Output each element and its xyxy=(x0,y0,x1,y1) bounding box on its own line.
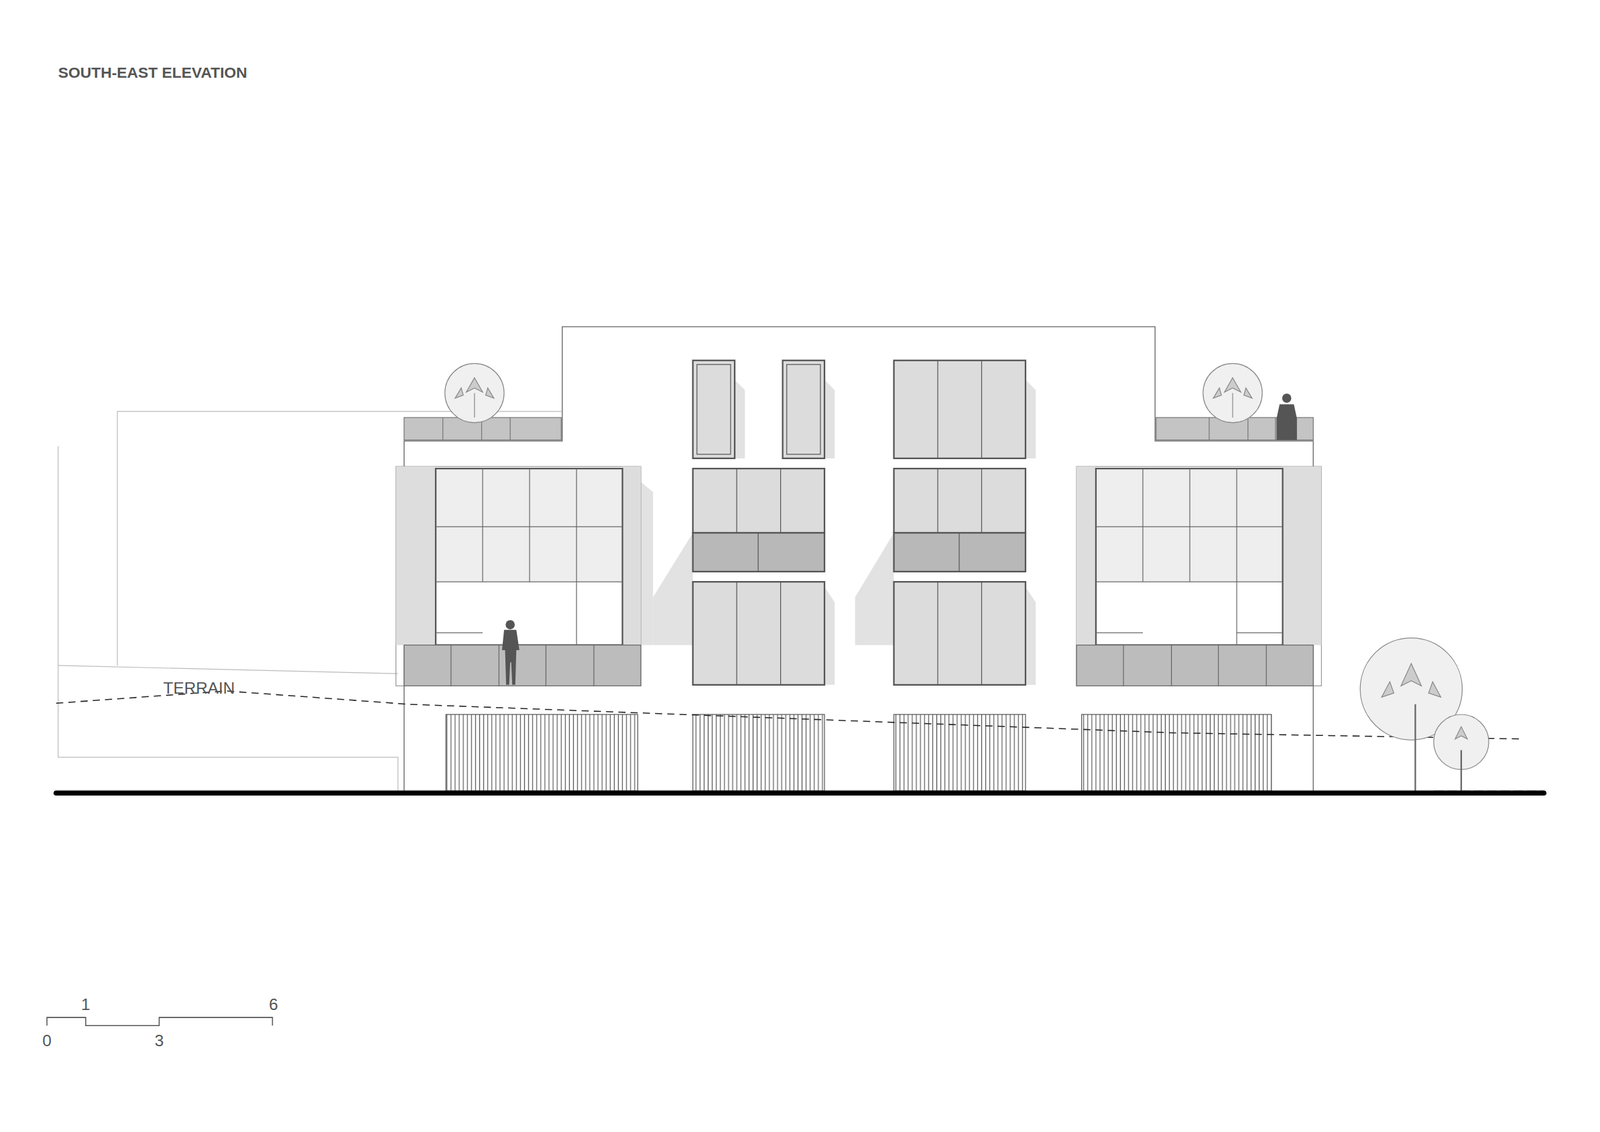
scale-number: 3 xyxy=(154,1032,165,1050)
terrain-label: TERRAIN xyxy=(163,680,236,697)
scale-number: 1 xyxy=(81,996,91,1013)
scale-number: 0 xyxy=(42,1032,52,1050)
scale-number: 6 xyxy=(268,996,279,1013)
drawing-title: SOUTH-EAST ELEVATION xyxy=(58,65,248,81)
